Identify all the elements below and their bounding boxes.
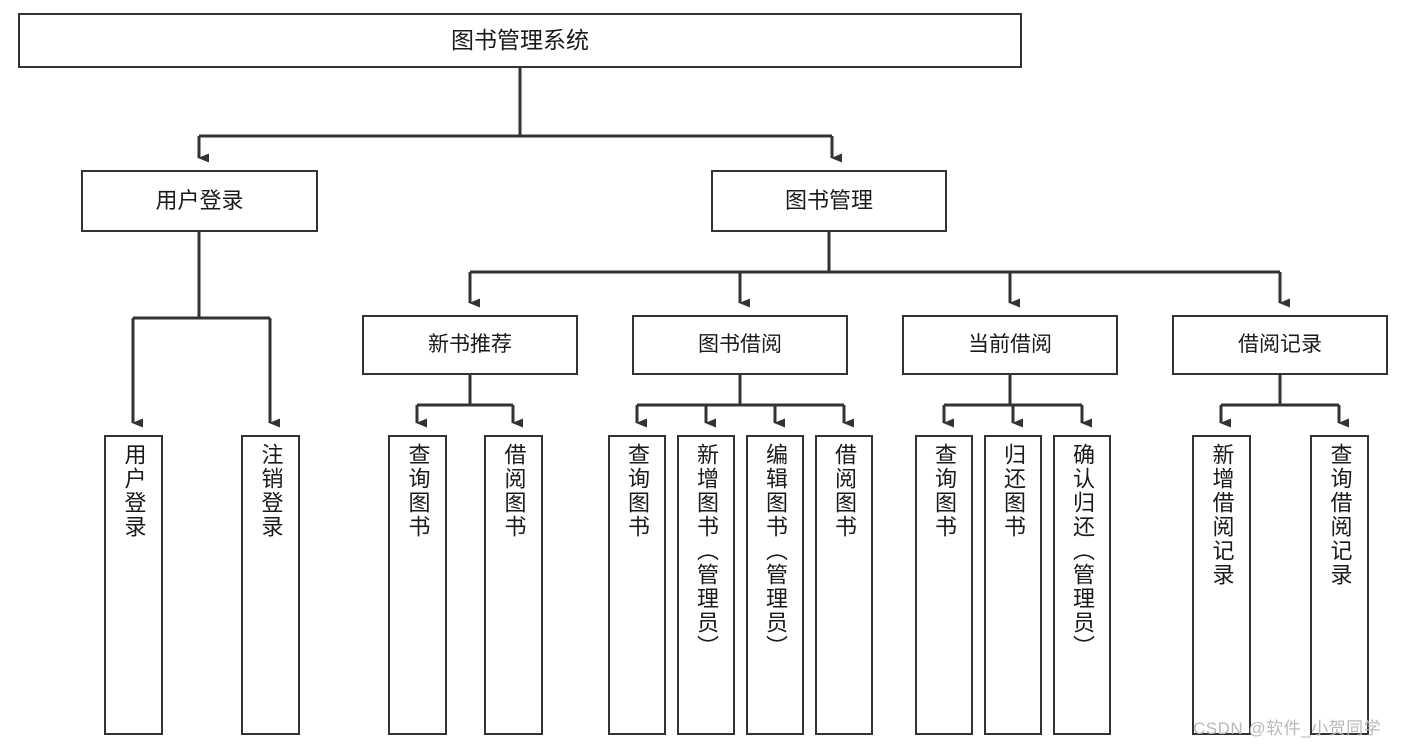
node-current-borrow[interactable]: 当前借阅 [902, 315, 1118, 375]
leaf-node[interactable]: 编辑图书（管理员） [746, 435, 804, 735]
leaf-node[interactable]: 借阅图书 [815, 435, 873, 735]
leaf-node[interactable]: 新增图书（管理员） [677, 435, 735, 735]
node-label: 确认归还（管理员） [1070, 443, 1095, 659]
node-book-management[interactable]: 图书管理 [711, 170, 947, 232]
node-borrow-record[interactable]: 借阅记录 [1172, 315, 1388, 375]
node-label: 用户登录 [155, 188, 244, 214]
leaf-node[interactable]: 查询图书 [608, 435, 666, 735]
node-label: 查询图书 [932, 443, 957, 539]
leaf-node[interactable]: 确认归还（管理员） [1053, 435, 1111, 735]
node-label: 查询图书 [405, 443, 431, 539]
leaf-node[interactable]: 查询图书 [915, 435, 973, 735]
node-label: 编辑图书（管理员） [763, 443, 788, 659]
node-label: 新书推荐 [428, 332, 512, 356]
node-label: 查询借阅记录 [1327, 443, 1353, 587]
leaf-node[interactable]: 用户登录 [104, 435, 163, 735]
leaf-node[interactable]: 新增借阅记录 [1192, 435, 1251, 735]
node-label: 图书管理 [784, 188, 873, 214]
node-book-borrow[interactable]: 图书借阅 [632, 315, 848, 375]
node-label: 图书管理系统 [451, 27, 589, 54]
node-label: 用户登录 [121, 443, 147, 539]
node-label: 新增图书（管理员） [694, 443, 719, 659]
node-label: 借阅图书 [501, 443, 527, 539]
node-label: 图书借阅 [698, 332, 782, 356]
node-label: 当前借阅 [968, 332, 1052, 356]
node-label: 归还图书 [1001, 443, 1026, 539]
node-new-book-recommend[interactable]: 新书推荐 [362, 315, 578, 375]
node-label: 新增借阅记录 [1209, 443, 1235, 587]
leaf-node[interactable]: 查询借阅记录 [1310, 435, 1369, 735]
csdn-watermark: CSDN @软件_小贺同学 [1193, 719, 1382, 738]
node-label: 注销登录 [258, 443, 284, 539]
leaf-node[interactable]: 注销登录 [241, 435, 300, 735]
leaf-node[interactable]: 借阅图书 [484, 435, 543, 735]
node-label: 查询图书 [625, 443, 650, 539]
node-label: 借阅图书 [832, 443, 857, 539]
node-root-system[interactable]: 图书管理系统 [18, 13, 1022, 68]
leaf-node[interactable]: 查询图书 [388, 435, 447, 735]
node-user-login[interactable]: 用户登录 [81, 170, 318, 232]
leaf-node[interactable]: 归还图书 [984, 435, 1042, 735]
node-label: 借阅记录 [1238, 332, 1322, 356]
